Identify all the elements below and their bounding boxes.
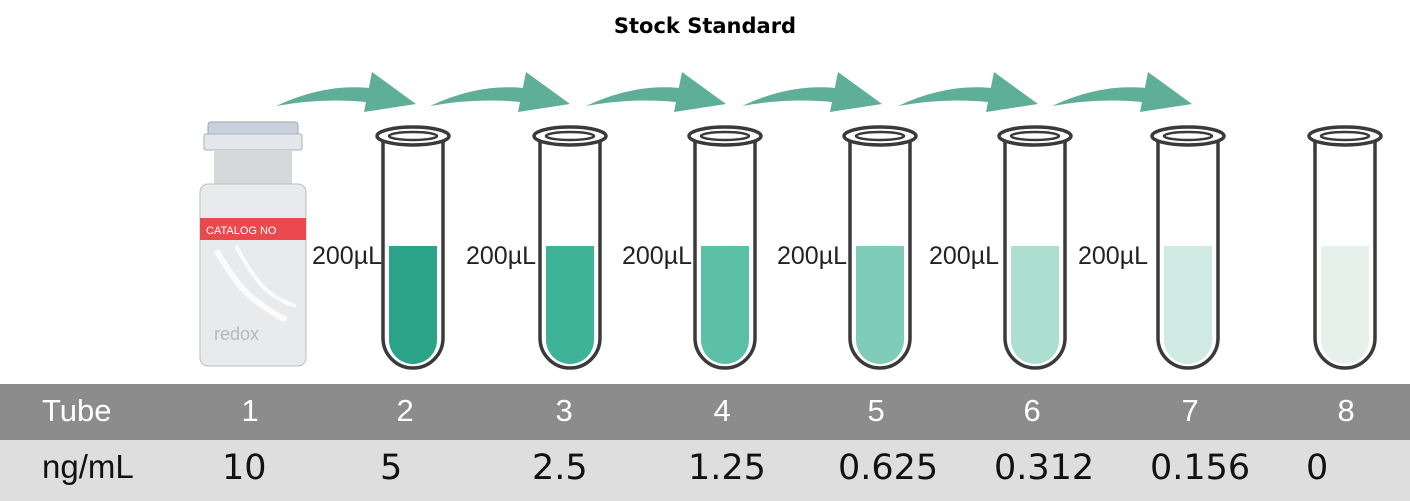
concentration-header: ng/mL	[42, 448, 134, 485]
stock-vial: CATALOG NO redox	[199, 121, 307, 367]
concentration-cell: 10	[222, 448, 267, 488]
tube-liquid	[1321, 246, 1369, 364]
test-tube-4	[687, 125, 763, 370]
transfer-volume-label: 200µL	[312, 242, 383, 270]
concentration-cell: 0.312	[994, 448, 1095, 488]
concentration-cell: 2.5	[532, 448, 588, 488]
vial-logo: redox	[214, 324, 259, 344]
tube-liquid	[701, 246, 749, 364]
test-tube-6	[997, 125, 1073, 370]
transfer-arrow-3	[586, 72, 726, 112]
transfer-volume-label: 200µL	[1078, 242, 1149, 270]
test-tube-8	[1307, 125, 1383, 370]
tube-header: Tube	[42, 393, 112, 428]
transfer-volume-label: 200µL	[929, 242, 1000, 270]
transfer-volume-label: 200µL	[622, 242, 693, 270]
transfer-volume-label: 200µL	[466, 242, 537, 270]
test-tube-7	[1150, 125, 1226, 370]
concentration-cell: 1.25	[688, 448, 766, 488]
tube-number-cell: 8	[1337, 393, 1355, 428]
transfer-arrow-5	[898, 72, 1038, 112]
tube-liquid	[389, 246, 437, 364]
diagram-title: Stock Standard	[613, 14, 797, 38]
concentration-cell: 0.156	[1150, 448, 1251, 488]
tube-number-cell: 6	[1023, 393, 1041, 428]
transfer-volume-label: 200µL	[777, 242, 848, 270]
vial-label-text: CATALOG NO	[206, 225, 277, 237]
dilution-illustration: CATALOG NO redox	[199, 72, 1383, 370]
transfer-arrow-2	[430, 72, 570, 112]
tube-number-cell: 3	[555, 393, 573, 428]
tube-number-cell: 7	[1181, 393, 1199, 428]
concentration-cell: 5	[380, 448, 403, 488]
concentration-row: ng/mL 10 5 2.5 1.25 0.625 0.312 0.156 0	[0, 440, 1410, 501]
transfer-arrow-1	[276, 72, 416, 112]
tube-number-cell: 5	[867, 393, 885, 428]
test-tube-5	[842, 125, 918, 370]
transfer-arrow-4	[742, 72, 882, 112]
tube-liquid	[1164, 246, 1212, 364]
tube-liquid	[856, 246, 904, 364]
tube-number-cell: 2	[396, 393, 414, 428]
test-tube-3	[532, 125, 608, 370]
transfer-arrow-6	[1052, 72, 1192, 112]
tube-liquid	[546, 246, 594, 364]
test-tube-2	[375, 125, 451, 370]
tube-liquid	[1011, 246, 1059, 364]
concentration-cell: 0	[1306, 448, 1329, 488]
tube-number-row: Tube 1 2 3 4 5 6 7 8	[0, 384, 1410, 440]
tube-number-cell: 1	[241, 393, 259, 428]
concentration-cell: 0.625	[838, 448, 939, 488]
tube-number-cell: 4	[713, 393, 731, 428]
